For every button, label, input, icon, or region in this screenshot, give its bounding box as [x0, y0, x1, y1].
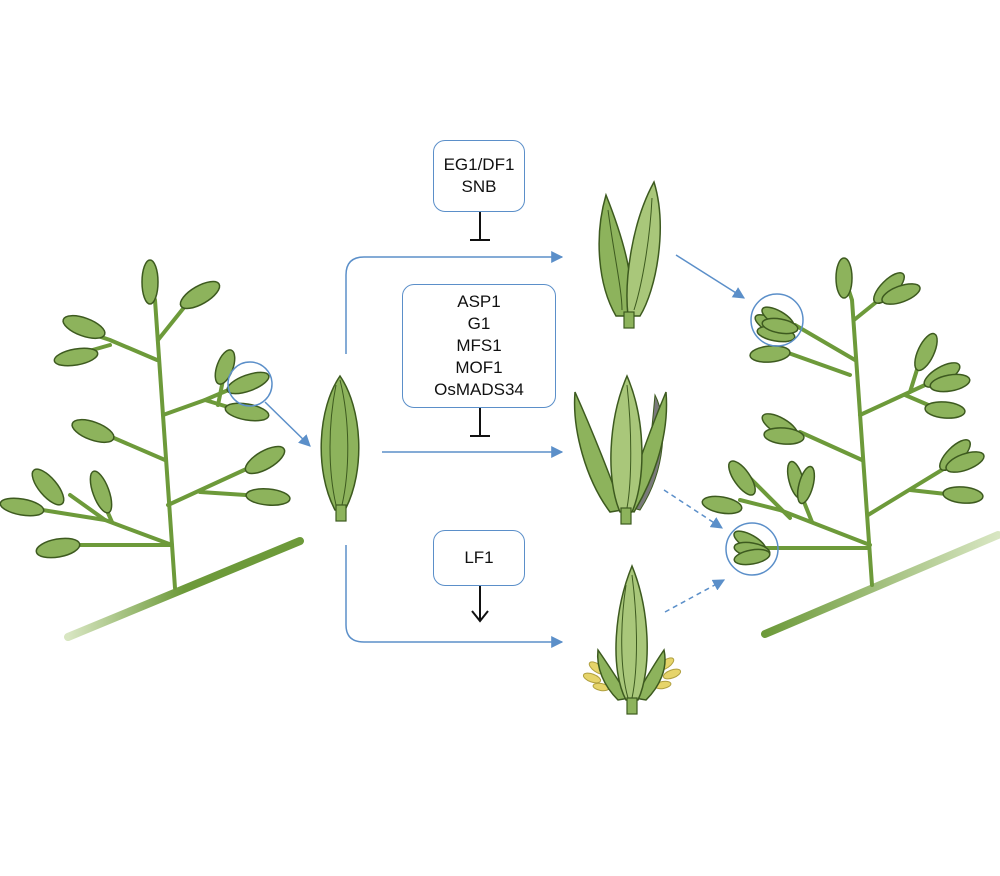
gene-label: LF1	[464, 548, 494, 567]
right-multi-spikelets	[701, 257, 985, 566]
repress-middle	[470, 408, 490, 437]
left-highlight-circle	[227, 361, 273, 407]
right-branches	[738, 280, 957, 587]
gene-label: MOF1	[455, 358, 503, 377]
gene-label: SNB	[461, 177, 497, 196]
arrow-to-right-top	[675, 254, 746, 299]
activate-bottom	[471, 586, 489, 623]
left-stem	[64, 537, 304, 641]
arrow-bottom	[345, 545, 564, 648]
arrow-top	[345, 251, 564, 354]
gene-label: EG1/DF1	[443, 155, 515, 174]
right-highlight-circle-bottom	[725, 522, 779, 576]
regulator-box-bottom: LF1	[433, 530, 525, 586]
left-spikelets	[0, 259, 291, 559]
right-panicle	[701, 257, 1000, 638]
gene-label: OsMADS34	[434, 380, 524, 399]
gene-label: ASP1	[457, 292, 501, 311]
right-circled-spikelets	[733, 306, 799, 566]
regulator-box-middle: ASP1 G1 MFS1 MOF1 OsMADS34	[402, 284, 556, 408]
arrow-to-right-middle-dashed	[663, 489, 724, 529]
wildtype-spikelet	[320, 374, 360, 522]
right-stem	[761, 531, 1000, 638]
regulator-box-top: EG1/DF1 SNB	[433, 140, 525, 212]
zoom-arrow	[264, 401, 311, 447]
right-highlight-circle-top	[750, 293, 804, 347]
arrow-to-right-bottom-dashed	[664, 579, 726, 613]
repress-top	[470, 212, 490, 241]
gene-label: G1	[467, 314, 491, 333]
left-panicle	[0, 259, 304, 641]
regulation-symbols	[470, 212, 490, 623]
flow-arrows	[345, 251, 564, 648]
phenotype-middle-spikelet	[573, 374, 668, 525]
gene-label: MFS1	[456, 336, 502, 355]
phenotype-top-spikelet	[598, 180, 661, 329]
phenotype-bottom-spikelet	[582, 564, 682, 715]
